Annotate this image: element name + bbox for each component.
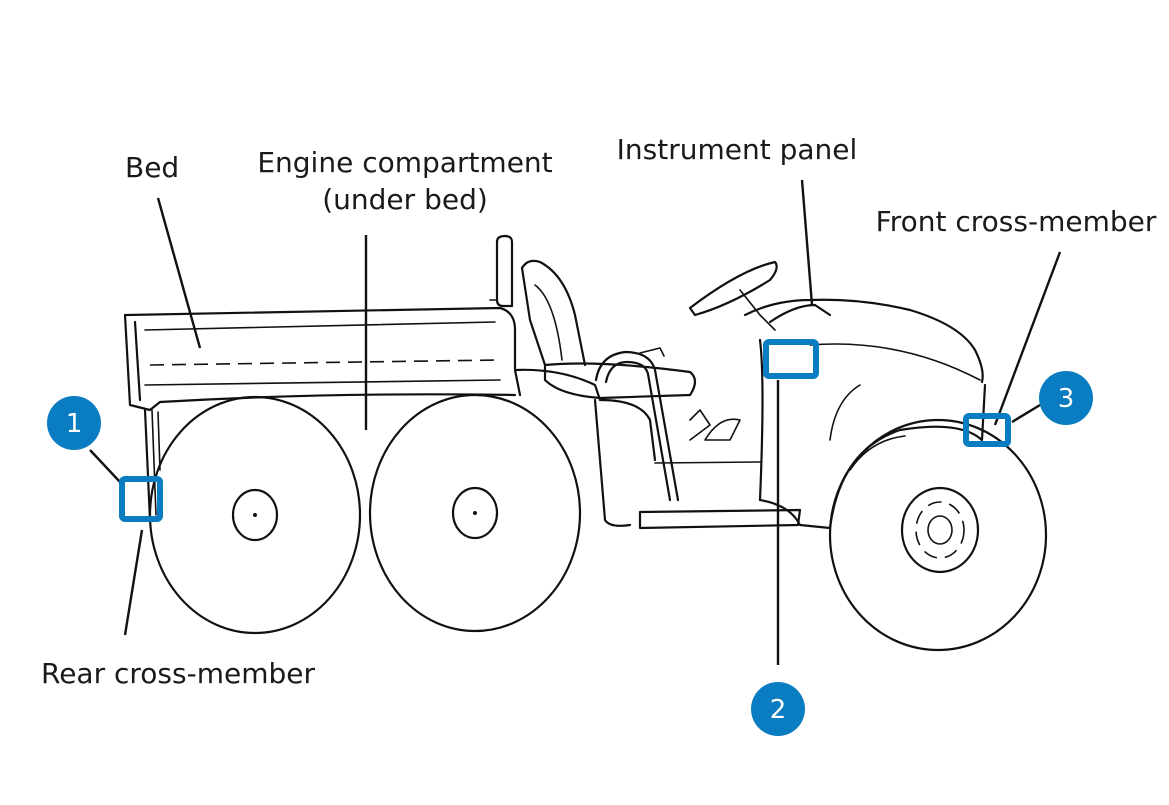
label-engine-under-bed: (under bed) bbox=[322, 183, 488, 216]
highlight-box-2 bbox=[763, 339, 819, 379]
marker-3: 3 bbox=[1039, 371, 1093, 425]
vehicle-drawing bbox=[123, 234, 1048, 652]
marker-3-number: 3 bbox=[1058, 384, 1075, 414]
rear-body bbox=[513, 368, 657, 527]
labels: Bed Engine compartment (under bed) Instr… bbox=[41, 133, 1157, 690]
marker-1-circle bbox=[47, 396, 101, 450]
label-engine-compartment: Engine compartment bbox=[257, 146, 552, 179]
label-rear-cross-member: Rear cross-member bbox=[41, 657, 315, 690]
markers: 1 2 3 bbox=[47, 371, 1093, 736]
steering-wheel bbox=[688, 260, 778, 441]
marker-3-circle bbox=[1039, 371, 1093, 425]
seat bbox=[520, 259, 697, 502]
highlight-box-1 bbox=[119, 476, 163, 522]
bed-leader bbox=[156, 197, 202, 349]
cargo-bed bbox=[123, 234, 522, 412]
rear-wheel-2 bbox=[368, 393, 582, 633]
marker-2-number: 2 bbox=[770, 695, 787, 725]
marker-2-circle bbox=[751, 682, 805, 736]
rear-cross-leader bbox=[123, 529, 144, 636]
highlight-boxes bbox=[119, 339, 1011, 522]
front-hood bbox=[743, 298, 987, 530]
label-front-cross-member: Front cross-member bbox=[876, 205, 1157, 238]
floorboard bbox=[638, 461, 802, 530]
marker-1-number: 1 bbox=[66, 409, 83, 439]
label-bed: Bed bbox=[125, 151, 179, 184]
leader-lines bbox=[89, 179, 1062, 665]
highlight-box-3 bbox=[963, 413, 1011, 447]
rear-wheel-1 bbox=[148, 395, 362, 635]
marker-2: 2 bbox=[751, 682, 805, 736]
rear-bumper-strip bbox=[143, 408, 161, 522]
label-instrument-panel: Instrument panel bbox=[617, 133, 858, 166]
marker-1: 1 bbox=[47, 396, 101, 450]
marker-1-leader bbox=[89, 449, 121, 483]
front-wheel bbox=[828, 418, 1048, 652]
instrument-leader bbox=[800, 179, 814, 306]
marker-3-leader bbox=[1011, 403, 1041, 424]
front-cross-leader bbox=[993, 251, 1062, 426]
